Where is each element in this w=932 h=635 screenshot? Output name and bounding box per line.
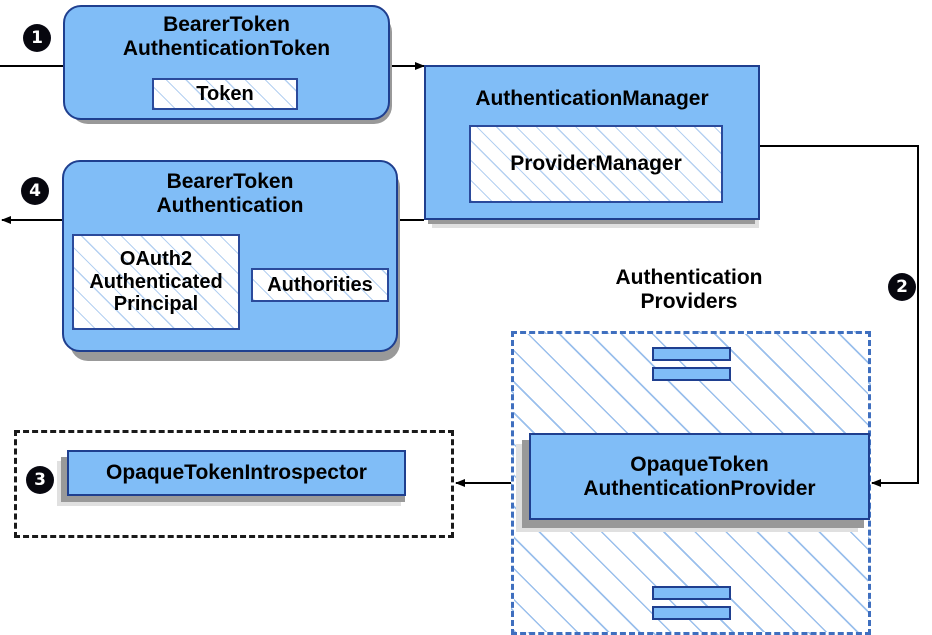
stacked-bars-icon-top-upper [652,347,731,361]
node-title: BearerToken Authentication [156,170,304,217]
node-title: BearerToken AuthenticationToken [122,13,331,60]
stacked-bars-icon-bottom-upper [652,586,731,600]
step-marker-2: 2 [889,274,915,300]
node-title: AuthenticationManager [475,87,709,110]
label-authentication-providers: Authentication Providers [615,266,763,313]
inner-authorities-box[interactable]: Authorities [251,268,389,302]
step-marker-3: 3 [27,467,53,493]
step-marker-1: 1 [24,25,50,51]
stacked-bars-icon-bottom-lower [652,606,731,620]
node-opaque-token-authentication-provider[interactable]: OpaqueToken AuthenticationProvider [529,433,870,520]
stacked-bars-icon-top-lower [652,367,731,381]
inner-oauth2-authenticated-principal-box[interactable]: OAuth2 Authenticated Principal [72,234,240,330]
node-title: OpaqueTokenIntrospector [106,461,367,485]
inner-provider-manager-box[interactable]: ProviderManager [469,125,723,203]
node-opaque-token-introspector[interactable]: OpaqueTokenIntrospector [67,450,406,496]
node-title: OpaqueToken AuthenticationProvider [583,452,816,500]
inner-token-box[interactable]: Token [152,78,298,110]
step-marker-4: 4 [22,178,48,204]
region-opaque-token-introspector [14,430,454,538]
